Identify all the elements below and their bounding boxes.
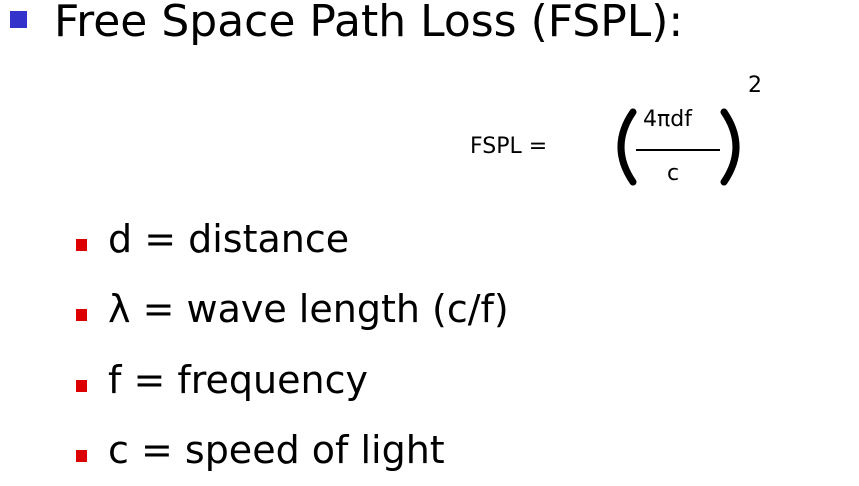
list-item-text: λ = wave length (c/f) [108,287,509,331]
list-item-text: d = distance [108,217,350,261]
fraction-bar [636,149,720,151]
list-bullet [76,450,87,462]
list-item: f = frequency [0,352,700,408]
list-bullet [76,380,87,392]
right-parenthesis [720,108,740,186]
list-item: λ = wave length (c/f) [0,281,700,337]
list-item: c = speed of light [0,422,700,478]
fspl-formula: FSPL = 4πdf c 2 [0,0,859,200]
formula-denominator: c [667,161,680,186]
slide-title: Free Space Path Loss (FSPL): [54,0,684,47]
list-bullet [76,309,87,321]
list-item: d = distance [0,211,700,267]
left-parenthesis [617,108,637,186]
title-bullet [10,11,27,28]
list-item-text: f = frequency [108,358,368,402]
list-item-text: c = speed of light [108,428,445,472]
formula-exponent: 2 [748,73,762,98]
formula-lhs: FSPL = [470,134,548,159]
list-bullet [76,239,87,251]
formula-numerator: 4πdf [643,107,692,132]
